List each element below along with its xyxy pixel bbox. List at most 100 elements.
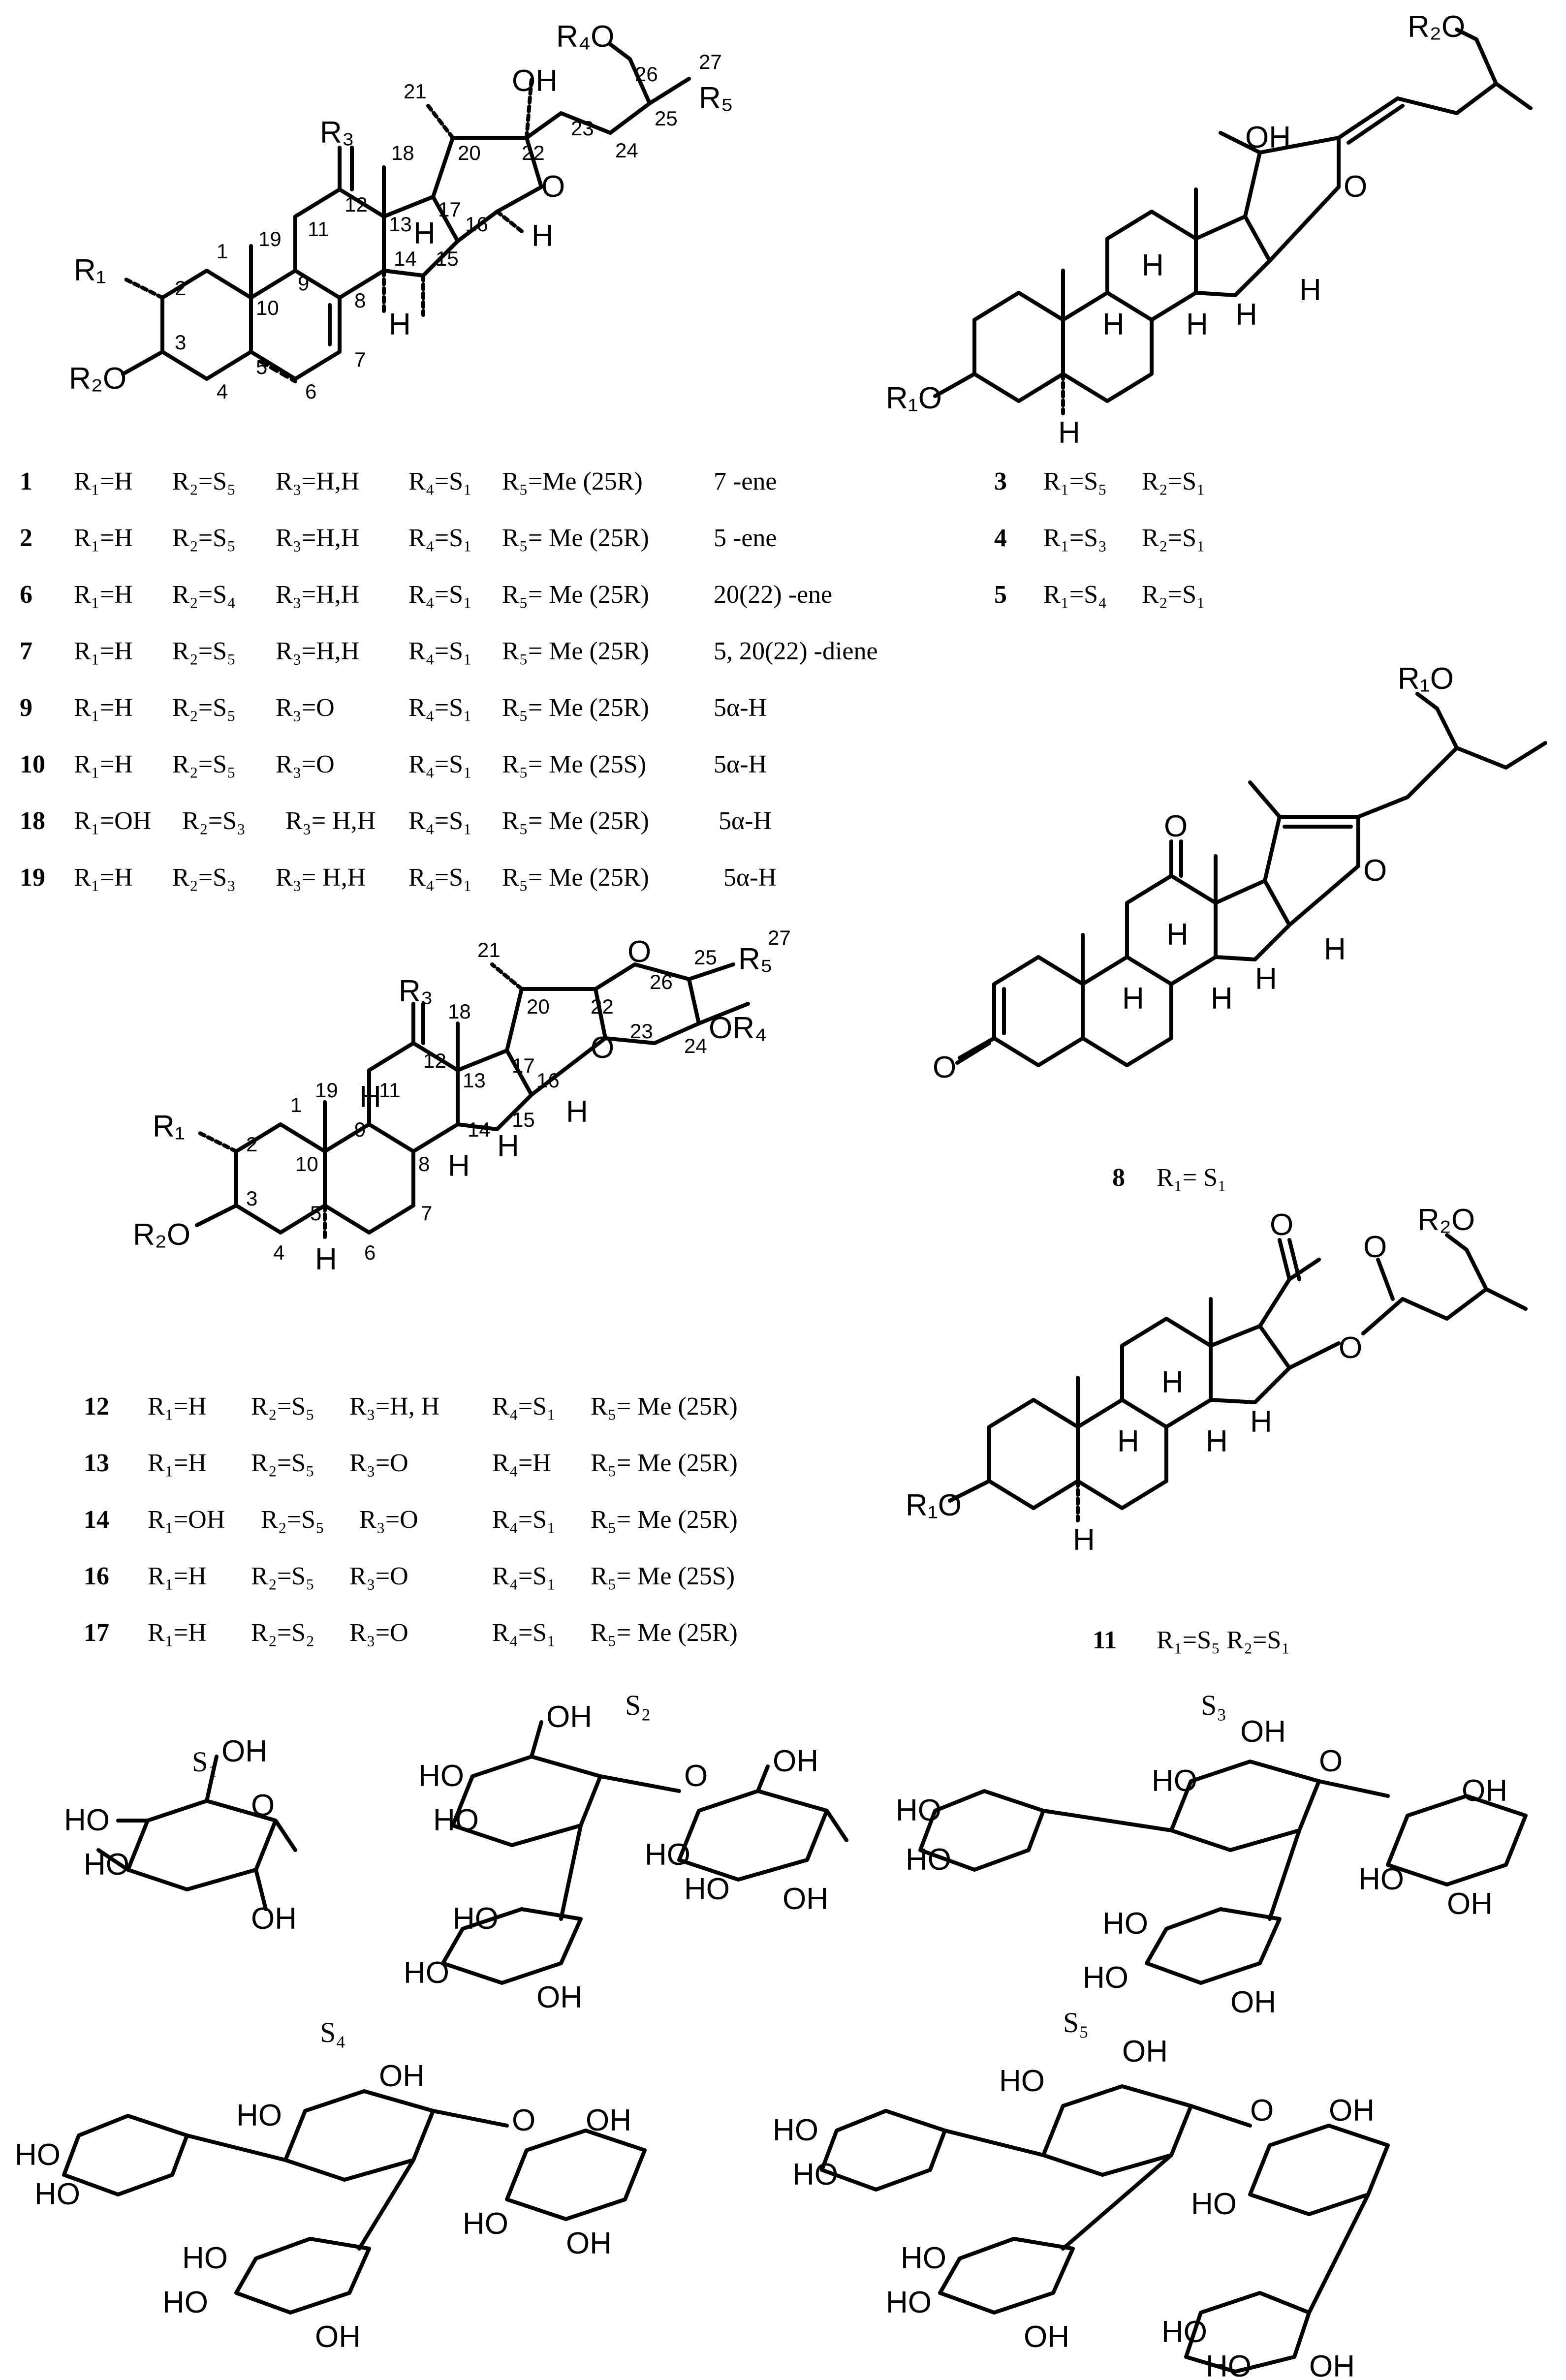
svg-text:R₄=S₁: R₄=S₁ [408, 581, 472, 609]
carbon-20: 20 [458, 141, 481, 164]
svg-text:R₃=O: R₃=O [276, 694, 335, 722]
svg-text:18: 18 [20, 807, 45, 835]
carbon-11: 11 [308, 217, 329, 241]
carbon-17: 17 [512, 1054, 535, 1077]
carbon-20: 20 [527, 995, 550, 1018]
svg-text:6: 6 [20, 581, 32, 609]
carbon-13: 13 [389, 213, 412, 236]
oh-label: OH [1230, 1985, 1276, 2019]
h-8-label: H [1161, 1365, 1184, 1399]
svg-text:R₃=H,H: R₃=H,H [276, 524, 359, 552]
svg-text:R₃=H,H: R₃=H,H [276, 581, 359, 609]
table-row: 2 R₁=H R₂=S₅ R₃=H,H R₄=S₁ R₅= Me (25R) 5… [20, 524, 777, 552]
svg-text:R₄=S₁: R₄=S₁ [408, 807, 472, 835]
svg-text:R₂=S₅: R₂=S₅ [251, 1392, 314, 1421]
carbon-13: 13 [463, 1069, 486, 1092]
svg-text:R₂=S₅: R₂=S₅ [172, 750, 236, 778]
ho-label: HO [684, 1872, 730, 1906]
ring-o-label: O [251, 1789, 275, 1823]
s5-label: S₅ [1063, 2007, 1089, 2039]
svg-text:3: 3 [994, 467, 1007, 495]
r3-label: R₃ [320, 116, 354, 150]
carbon-24: 24 [684, 1034, 707, 1057]
table-top-left: 1 R₁=H R₂=S₅ R₃=H,H R₄=S₁ R₅=Me (25R) 7 … [20, 467, 878, 892]
svg-text:R₂=S₅: R₂=S₅ [251, 1449, 314, 1477]
table-row: 4 R₁=S₃ R₂=S₁ [994, 524, 1205, 552]
carbon-15: 15 [436, 247, 459, 270]
compound-8-subst: R₁= S₁ [1157, 1164, 1226, 1192]
table-row: 18 R₁=OH R₂=S₃ R₃= H,H R₄=S₁ R₅= Me (25R… [20, 807, 772, 835]
table-row: 17 R₁=H R₂=S₂ R₃=O R₄=S₁ R₅= Me (25R) [84, 1619, 738, 1647]
carbon-26: 26 [635, 62, 658, 86]
carbon-11: 11 [379, 1079, 401, 1102]
ho-label: HO [1083, 1961, 1128, 1995]
carbon-26: 26 [650, 970, 673, 993]
carbon-12: 12 [345, 193, 368, 216]
oh-label: OH [1309, 2349, 1355, 2380]
r1-label: R₁ [74, 253, 106, 287]
h-14-label: H [1206, 1424, 1228, 1458]
svg-text:7: 7 [20, 637, 32, 665]
svg-text:R₁=S₃: R₁=S₃ [1043, 524, 1107, 552]
svg-text:R₁=H: R₁=H [148, 1449, 207, 1477]
ring-o-label: O [1363, 854, 1387, 888]
svg-text:R₂=S₅: R₂=S₅ [172, 694, 236, 722]
carbon-16: 16 [536, 1069, 560, 1092]
carbon-24: 24 [615, 139, 638, 162]
h-16-label: H [1299, 273, 1321, 307]
ho-label: HO [34, 2177, 80, 2211]
r4o-label: R₄O [556, 20, 614, 54]
oh-label: OH [379, 2059, 425, 2093]
acetyl-o-label: O [1270, 1208, 1293, 1242]
svg-text:R₂=S₅: R₂=S₅ [172, 524, 236, 552]
svg-text:R₃=H, H: R₃=H, H [349, 1392, 439, 1421]
oh-label: OH [1447, 1887, 1493, 1921]
svg-text:R₁=H: R₁=H [148, 1562, 207, 1590]
svg-text:R₁=H: R₁=H [74, 581, 133, 609]
carbon-16: 16 [465, 213, 488, 236]
carbon-21: 21 [404, 80, 427, 103]
ho-label: HO [886, 2286, 932, 2319]
svg-text:R₁=H: R₁=H [148, 1392, 207, 1421]
r5-label: R₅ [699, 81, 733, 115]
oh-label: OH [1122, 2035, 1168, 2069]
ketone3-o-label: O [933, 1051, 956, 1084]
carbon-1: 1 [217, 240, 228, 263]
glycosidic-o-label: O [512, 2103, 535, 2137]
ho-label: HO [906, 1843, 951, 1877]
ho-label: HO [1102, 1907, 1148, 1941]
h-5-label: H [315, 1242, 337, 1276]
carbon-5: 5 [310, 1202, 321, 1225]
compound-11-subst: R₁=S₅ R₂=S₁ [1157, 1626, 1290, 1654]
table-row: 14 R₁=OH R₂=S₅ R₃=O R₄=S₁ R₅= Me (25R) [84, 1506, 738, 1534]
ho-label: HO [999, 2064, 1045, 2098]
svg-text:1: 1 [20, 467, 32, 495]
svg-text:R₂=S₃: R₂=S₃ [172, 864, 236, 892]
svg-text:R₂=S₁: R₂=S₁ [1142, 524, 1205, 552]
svg-text:7 -ene: 7 -ene [714, 467, 777, 495]
svg-text:R₅= Me (25S): R₅= Me (25S) [591, 1562, 735, 1590]
carbon-2: 2 [246, 1133, 257, 1156]
glycosidic-o-label: O [684, 1759, 708, 1793]
ho-label: HO [1358, 1862, 1404, 1896]
svg-text:R₂=S₃: R₂=S₃ [182, 807, 246, 835]
svg-text:5: 5 [994, 581, 1007, 609]
h-5-label: H [1073, 1523, 1095, 1557]
ho-label: HO [792, 2158, 838, 2192]
h-17-label: H [1250, 1405, 1272, 1439]
oh-label: OH [1245, 121, 1291, 155]
svg-text:R₁=H: R₁=H [74, 467, 133, 495]
carbon-8: 8 [354, 289, 366, 312]
carbon-12: 12 [423, 1049, 446, 1072]
ring-o-label: O [591, 1031, 614, 1065]
ho-label: HO [15, 2138, 61, 2172]
table-row: 12 R₁=H R₂=S₅ R₃=H, H R₄=S₁ R₅= Me (25R) [84, 1392, 738, 1421]
svg-text:4: 4 [994, 524, 1007, 552]
oh-label: OH [1240, 1715, 1286, 1749]
h-17-label: H [497, 1129, 519, 1163]
r2o-label: R₂O [1408, 10, 1465, 44]
svg-text:R₃=O: R₃=O [359, 1506, 418, 1534]
svg-text:R₄=S₁: R₄=S₁ [408, 694, 472, 722]
svg-text:5 -ene: 5 -ene [714, 524, 777, 552]
